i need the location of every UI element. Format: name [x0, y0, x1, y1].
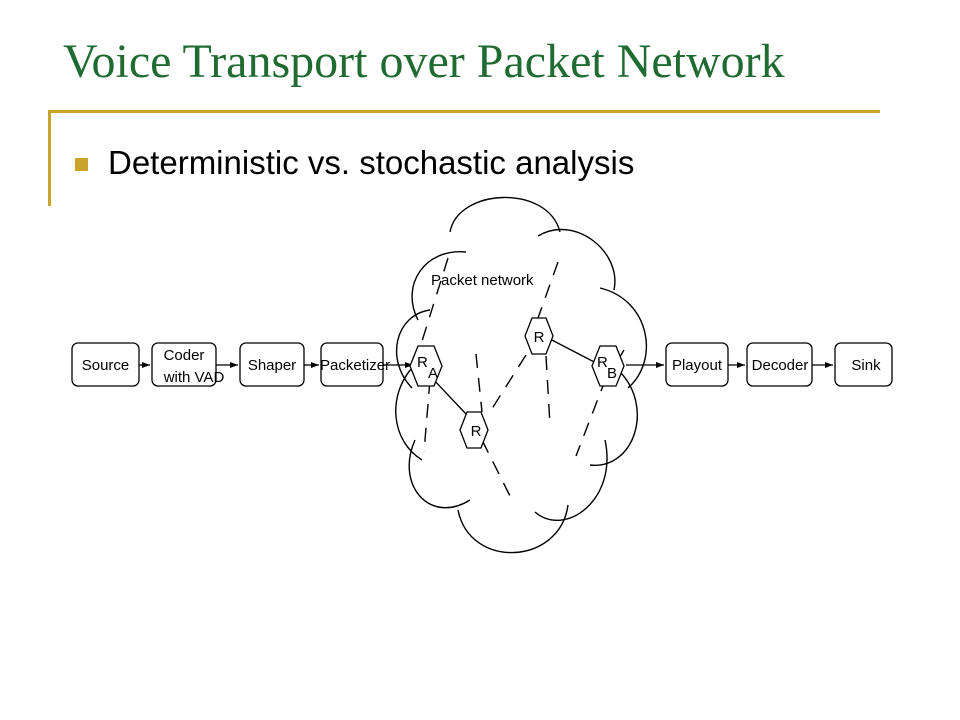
packetizer-block: Packetizer	[320, 342, 390, 387]
router-a-label: R	[417, 354, 428, 371]
router-b-label: R	[597, 354, 608, 371]
sink-label: Sink	[851, 357, 881, 374]
shaper-block: Shaper	[239, 342, 305, 387]
playout-label: Playout	[672, 357, 723, 374]
decoder-label: Decoder	[752, 357, 809, 374]
flow-links	[139, 337, 833, 415]
bullet-text: Deterministic vs. stochastic analysis	[108, 144, 635, 181]
router-b-sub: B	[607, 365, 617, 382]
playout-block: Playout	[665, 342, 729, 387]
packetizer-label: Packetizer	[320, 357, 390, 374]
packet-network-cloud	[395, 196, 648, 554]
coder-label-line1: Coder	[164, 347, 205, 364]
dashed-links	[417, 257, 625, 501]
decoder-block: Decoder	[746, 342, 813, 387]
bullet-marker	[75, 158, 88, 171]
router-a-sub: A	[428, 365, 438, 382]
title-side-rule	[48, 110, 51, 206]
router-bottom-label: R	[471, 423, 482, 440]
coder-label-line2: with VAD	[163, 369, 225, 386]
router-b: R B	[591, 345, 625, 387]
title-underline	[48, 110, 880, 113]
slide-title: Voice Transport over Packet Network	[63, 35, 785, 88]
shaper-label: Shaper	[248, 357, 296, 374]
router-bottom: R	[459, 411, 489, 449]
packet-network-label: Packet network	[431, 272, 534, 289]
router-a: R A	[409, 345, 443, 387]
source-label: Source	[82, 357, 130, 374]
source-block: Source	[71, 342, 140, 387]
sink-block: Sink	[834, 342, 893, 387]
coder-block: Coder with VAD	[151, 342, 225, 387]
router-top-label: R	[534, 329, 545, 346]
router-top: R	[524, 317, 554, 355]
